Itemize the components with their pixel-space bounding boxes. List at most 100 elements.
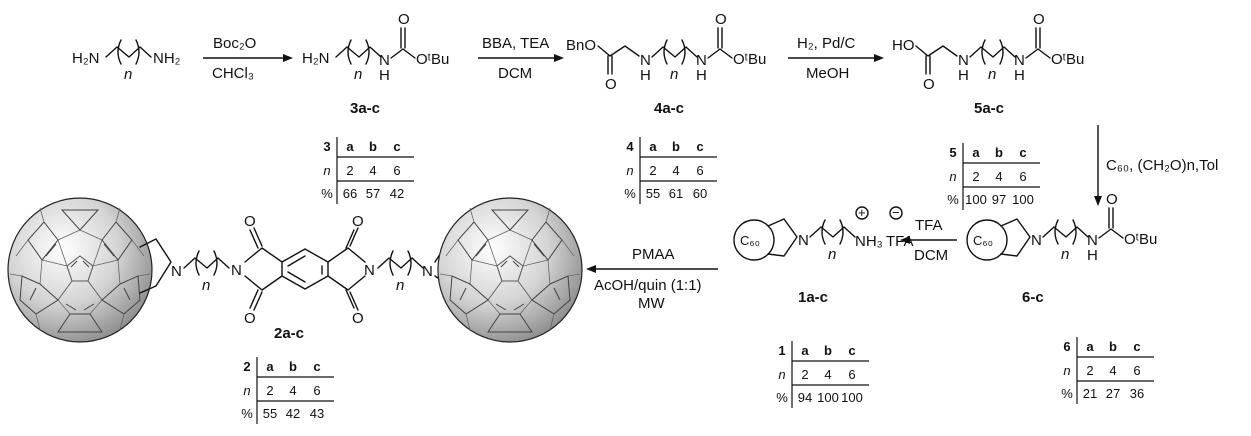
cell-n: 6: [393, 163, 400, 178]
cell-yield: 97: [992, 192, 1006, 207]
counterion-tfa: TFA: [886, 233, 914, 250]
solvent-dcm: DCM: [914, 247, 948, 264]
cell-n: 6: [696, 163, 703, 178]
cell-yield: 27: [1106, 386, 1120, 401]
table-id: 2: [243, 359, 250, 374]
atom-h: H: [640, 67, 651, 84]
row-label-n: n: [1063, 363, 1070, 378]
cell-yield: 36: [1130, 386, 1144, 401]
cell-yield: 100: [841, 390, 863, 405]
column-header: b: [289, 359, 297, 374]
cell-n: 2: [649, 163, 656, 178]
cell-yield: 94: [798, 390, 812, 405]
column-header: c: [393, 139, 400, 154]
atom-n: N: [1087, 232, 1098, 249]
solvent-meoh: MeOH: [806, 65, 849, 82]
atom-n: N: [379, 52, 390, 69]
table-id: 6: [1063, 339, 1070, 354]
atom-o-ester: O: [605, 76, 617, 93]
compound-5-structure: HO O N H n N H O OᵗBu: [892, 11, 1084, 93]
subscript-n: n: [124, 66, 132, 83]
reaction-arrow-6: PMAA AcOH/quin (1:1) MW: [586, 246, 718, 312]
atom-n: N: [1014, 52, 1025, 69]
reagent-boc2o: Boc₂O: [213, 35, 256, 52]
solvent-dcm: DCM: [498, 65, 532, 82]
column-header: a: [1086, 339, 1094, 354]
reagent-h2-pdc: H₂, Pd/C: [797, 35, 856, 52]
fullerene-ball-left: [7, 197, 153, 343]
atom-h2n: H₂N: [302, 50, 330, 67]
cell-n: 2: [1086, 363, 1093, 378]
atom-n: N: [422, 263, 433, 280]
cell-n: 6: [1133, 363, 1140, 378]
atom-o-carbonyl: O: [398, 11, 410, 28]
cell-yield: 60: [693, 186, 707, 201]
atom-n-imide: N: [231, 262, 242, 279]
atom-n: N: [171, 263, 182, 280]
compound-4-structure: BnO O N H n N H O OᵗBu: [566, 11, 766, 93]
atom-o-imide: O: [352, 213, 364, 230]
row-label-percent: %: [776, 390, 788, 405]
minus-charge: [889, 206, 903, 220]
cell-yield: 100: [965, 192, 987, 207]
cell-yield: 55: [263, 406, 277, 421]
cell-yield: 42: [390, 186, 404, 201]
cell-yield: 55: [646, 186, 660, 201]
subscript-n: n: [828, 246, 836, 263]
reaction-arrow-5: TFA DCM: [900, 217, 957, 264]
atom-n: N: [1031, 232, 1042, 249]
atom-o-acid: O: [923, 76, 935, 93]
table-id: 3: [323, 139, 330, 154]
atom-o-imide: O: [244, 213, 256, 230]
row-label-percent: %: [321, 186, 333, 201]
atom-n: N: [958, 52, 969, 69]
cell-n: 4: [824, 367, 831, 382]
atom-h: H: [1014, 67, 1025, 84]
column-header: a: [346, 139, 354, 154]
column-header: c: [1133, 339, 1140, 354]
cell-yield: 21: [1083, 386, 1097, 401]
charge-minus: −: [892, 205, 900, 220]
atom-n: N: [696, 52, 707, 69]
cell-n: 2: [801, 367, 808, 382]
reagent-pmaa: PMAA: [632, 246, 675, 263]
compound-3-structure: H₂N n N H O OᵗBu: [302, 11, 449, 84]
row-label-percent: %: [947, 192, 959, 207]
row-label-n: n: [949, 169, 956, 184]
fullerene-ball-right: [437, 197, 583, 343]
column-header: c: [848, 343, 855, 358]
atom-h2n: H₂N: [72, 50, 100, 67]
row-label-n: n: [626, 163, 633, 178]
atom-nh3: NH₃: [855, 233, 883, 250]
atom-o-carbonyl: O: [715, 11, 727, 28]
atom-otbu: OᵗBu: [733, 51, 766, 68]
atom-nh2: NH₂: [153, 50, 181, 67]
charge-plus: +: [858, 205, 866, 220]
solvent-chcl3: CHCl₃: [212, 65, 254, 82]
column-header: c: [696, 139, 703, 154]
compound-6-label: 6-c: [1022, 289, 1044, 306]
column-header: b: [824, 343, 832, 358]
subscript-n: n: [670, 66, 678, 83]
compound-6-structure: C₆₀ N n N H O OᵗBu: [966, 191, 1157, 264]
atom-h: H: [1087, 247, 1098, 264]
cell-yield: 100: [817, 390, 839, 405]
atom-h: H: [958, 67, 969, 84]
cell-n: 4: [369, 163, 376, 178]
cell-n: 4: [995, 169, 1002, 184]
atom-n: N: [640, 52, 651, 69]
diamine-structure: H₂N n NH₂: [72, 39, 181, 83]
reagent-c60-paraformaldehyde: C₆₀, (CH₂O)n,Tol: [1106, 157, 1218, 174]
column-header: a: [972, 145, 980, 160]
reaction-arrow-4: C₆₀, (CH₂O)n,Tol: [1094, 125, 1218, 206]
compound-1-label: 1a-c: [798, 289, 828, 306]
atom-o-carbonyl: O: [1106, 191, 1118, 208]
cell-n: 6: [313, 383, 320, 398]
cell-yield: 42: [286, 406, 300, 421]
